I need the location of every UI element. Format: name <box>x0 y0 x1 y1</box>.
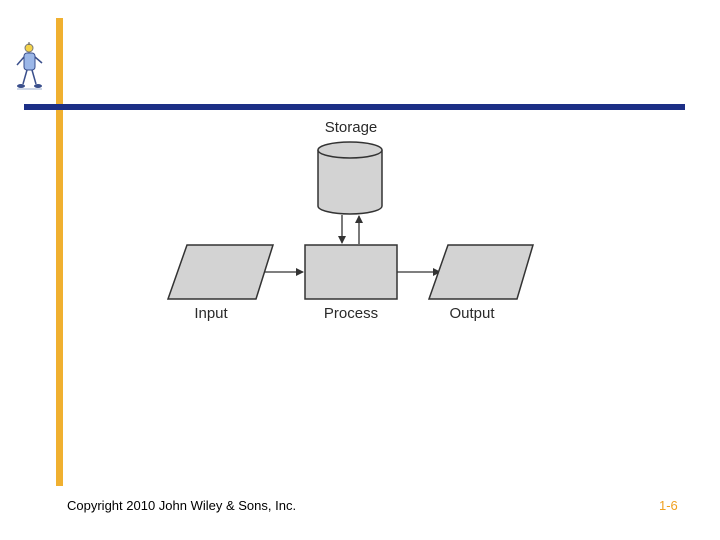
title-rule <box>24 104 685 110</box>
output-parallelogram <box>427 244 535 300</box>
cartoon-figure-icon <box>16 42 43 90</box>
process-box <box>304 244 398 300</box>
output-label: Output <box>449 305 495 322</box>
process-label: Process <box>324 305 378 322</box>
accent-vertical-bar <box>56 18 63 486</box>
page-number: 1-6 <box>659 498 678 513</box>
storage-label: Storage <box>325 119 378 136</box>
copyright-text: Copyright 2010 John Wiley & Sons, Inc. <box>67 498 297 513</box>
storage-cylinder <box>317 141 383 215</box>
input-parallelogram <box>166 244 275 300</box>
input-label: Input <box>194 305 228 322</box>
